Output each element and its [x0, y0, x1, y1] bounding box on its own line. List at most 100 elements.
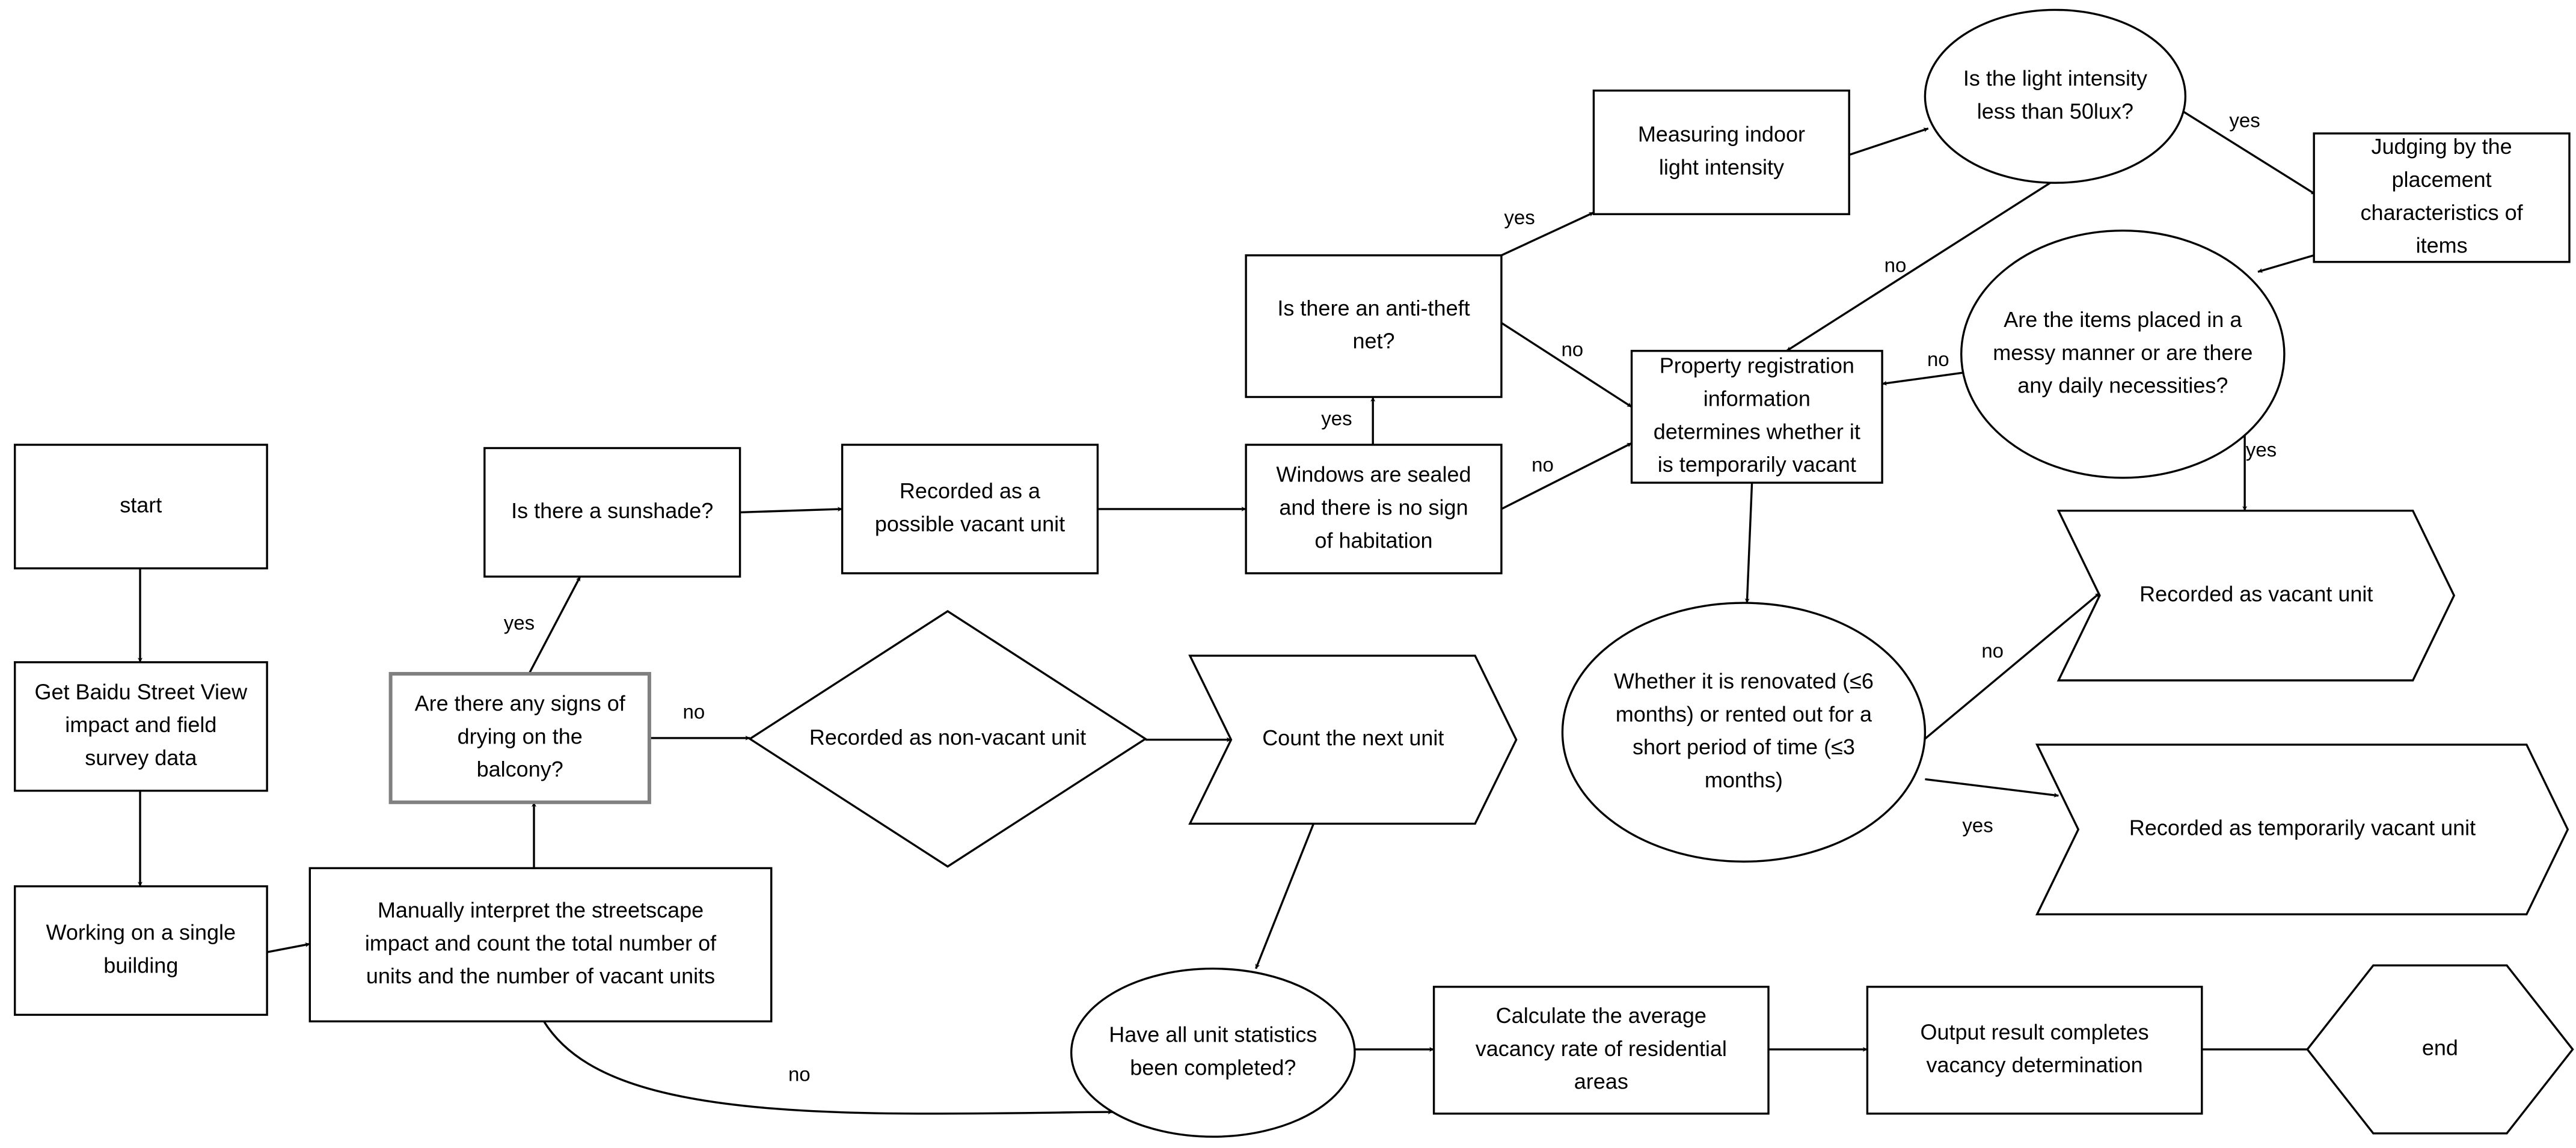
node-non-vacant-text-line: Recorded as non-vacant unit [809, 725, 1086, 750]
start-shape [14, 444, 268, 570]
node-sunshade: Is there a sunshade? [483, 447, 741, 578]
renovated-shape [1561, 602, 1927, 863]
node-drying-text-line: Are there any signs of [415, 691, 626, 716]
node-measuring-text-line: light intensity [1659, 154, 1784, 179]
node-drying-text-line: balcony? [477, 757, 563, 781]
node-light: Is the light intensity less than 50lux? [1924, 8, 2187, 184]
node-all-completed: Have all unit statistics been completed? [1070, 967, 1356, 1138]
edge-label-no: no [788, 1063, 811, 1085]
node-single-building-text-line: Working on a single [46, 920, 236, 945]
antitheft-shape [1245, 254, 1503, 398]
edge-label-yes: yes [2229, 109, 2260, 132]
node-judging-text-line: items [2416, 233, 2468, 258]
node-start: start [14, 444, 268, 570]
node-windows-text-line: Windows are sealed [1276, 462, 1471, 487]
edge-label-no: no [683, 701, 705, 723]
node-renovated: Whether it is renovated (≤6 months) or re… [1561, 602, 1927, 863]
edge-label-yes: yes [2246, 439, 2277, 461]
node-judging-text-line: characteristics of [2361, 200, 2524, 225]
node-judging: Judging by the placement characteristics o… [2313, 132, 2571, 263]
end-shape [2306, 964, 2574, 1135]
edge-single-building-to-interpret [266, 942, 310, 953]
next-unit-shape [1188, 655, 1518, 825]
node-drying: Are there any signs of drying on the balco… [388, 672, 651, 804]
edge-label-no: no [1884, 254, 1907, 276]
node-average-text-line: Calculate the average [1496, 1003, 1707, 1028]
node-messy: Are the items placed in a messy manner or… [1960, 229, 2286, 479]
node-property-text-line: determines whether it [1654, 419, 1860, 444]
node-interpret-text-line: Manually interpret the streetscape [378, 898, 704, 923]
edge-label-no: no [1561, 338, 1583, 361]
node-messy-text-line: messy manner or are there [1993, 340, 2252, 365]
node-get-data-text-line: impact and field [65, 712, 216, 737]
node-renovated-text-line: months) or rented out for a [1616, 701, 1872, 726]
edges-layer [138, 108, 2324, 1115]
property-shape [1630, 350, 1883, 484]
node-drying-text-line: drying on the [458, 724, 583, 748]
node-non-vacant: Recorded as non-vacant unit [747, 609, 1148, 868]
messy-shape [1960, 229, 2286, 479]
non-vacant-shape [747, 609, 1148, 868]
node-measuring-text-line: Measuring indoor [1638, 122, 1805, 147]
node-renovated-text-line: months) [1705, 768, 1783, 792]
possible-vacant-shape [841, 444, 1099, 575]
node-light-text-line: Is the light intensity [1963, 66, 2147, 90]
node-next-unit: Count the next unit [1188, 655, 1518, 825]
vacant-shape [2056, 510, 2456, 682]
node-property-text-line: information [1704, 386, 1811, 411]
edge-antitheft-to-measuring [1501, 212, 1595, 257]
drying-shape [388, 672, 651, 804]
node-vacant: Recorded as vacant unit [2056, 510, 2456, 682]
node-renovated-text-line: Whether it is renovated (≤6 [1614, 669, 1874, 694]
node-property: Property registrationinformationdetermin… [1630, 350, 1883, 484]
node-vacant-text-line: Recorded as vacant unit [2139, 581, 2373, 606]
node-all-completed-text-line: Have all unit statistics [1109, 1022, 1317, 1047]
edge-label-no: no [1981, 640, 2004, 662]
node-antitheft-text-line: net? [1352, 329, 1394, 353]
edge-label-no: no [1927, 348, 1949, 370]
edge-judging-to-messy [2257, 254, 2314, 273]
judging-shape [2313, 132, 2571, 263]
node-judging-text-line: Judging by the [2372, 134, 2512, 159]
node-measuring: Measuring indoor light intensity [1592, 89, 1850, 216]
node-possible-vacant-text-line: possible vacant unit [875, 511, 1065, 536]
node-renovated-text-line: short period of time (≤3 [1633, 734, 1855, 759]
average-shape [1432, 986, 1770, 1115]
node-output-text-line: vacancy determination [1926, 1052, 2142, 1077]
node-end-text-line: end [2422, 1035, 2458, 1060]
node-antitheft-text-line: Is there an anti-theft [1277, 296, 1470, 320]
edge-property-to-renovated [1744, 483, 1753, 603]
edge-renovated-to-temp-vacant [1925, 778, 2059, 798]
all-completed-shape [1070, 967, 1356, 1138]
node-messy-text-line: Are the items placed in a [2004, 307, 2242, 332]
node-output-text-line: Output result completes [1921, 1019, 2149, 1044]
sunshade-shape [483, 447, 741, 578]
node-judging-text-line: placement [2392, 167, 2492, 192]
node-sunshade-text-line: Is there a sunshade? [511, 498, 713, 523]
windows-shape [1245, 444, 1503, 575]
node-all-completed-text-line: been completed? [1130, 1055, 1296, 1079]
temp-vacant-shape [2035, 743, 2569, 915]
edge-label-yes: yes [504, 612, 535, 634]
node-antitheft: Is there an anti-theft net? [1245, 254, 1503, 398]
edge-sunshade-to-possible-vacant [740, 507, 842, 514]
node-light-text-line: less than 50lux? [1977, 99, 2133, 123]
edge-light-to-judging [2178, 108, 2316, 195]
edge-renovated-to-vacant [1919, 592, 2100, 744]
single-building-shape [14, 885, 268, 1016]
node-single-building-text-line: building [103, 953, 178, 977]
node-interpret-text-line: units and the number of vacant units [366, 963, 715, 988]
edge-measuring-to-light [1848, 127, 1929, 156]
node-single-building: Working on a single building [14, 885, 268, 1016]
measuring-shape [1592, 89, 1850, 216]
edge-label-yes: yes [1962, 814, 1993, 837]
node-interpret-text-line: impact and count the total number of [365, 930, 717, 955]
node-start-text-line: start [120, 492, 162, 517]
node-windows-text-line: of habitation [1314, 528, 1432, 552]
